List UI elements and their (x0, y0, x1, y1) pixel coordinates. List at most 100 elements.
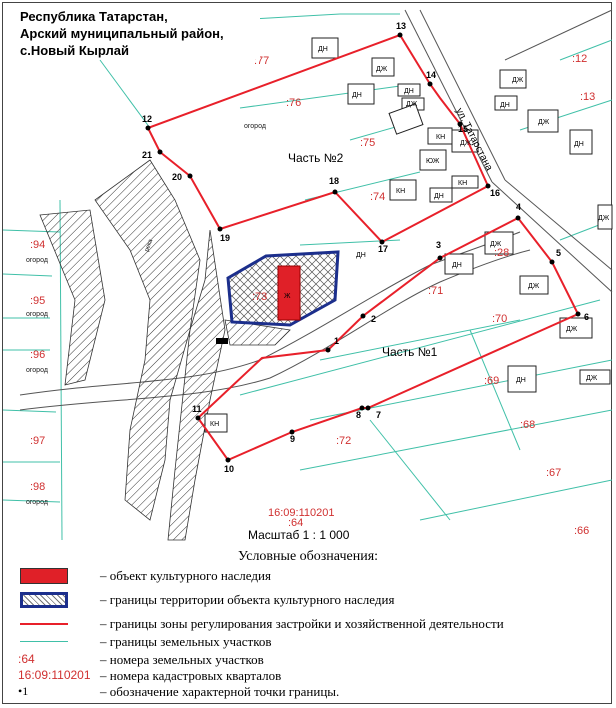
svg-text:ДЖ: ДЖ (538, 119, 550, 126)
legend-item: – границы территории объекта культурного… (0, 592, 610, 610)
point-number: 20 (172, 172, 182, 182)
legend-item: – границы зоны регулирования застройки и… (0, 616, 610, 634)
parcel-71: :71 (428, 285, 443, 297)
boundary-point (485, 183, 491, 189)
parcel-68: :68 (520, 419, 535, 431)
map-title: Республика Татарстан, Арский муниципальн… (20, 8, 260, 59)
boundary-point (225, 457, 231, 463)
parcel-76: :76 (286, 97, 301, 109)
boundary-point (359, 405, 365, 411)
point-number: 11 (192, 404, 202, 414)
boundary-point (575, 311, 581, 317)
svg-text:Ж: Ж (284, 293, 291, 300)
garden-label: огород (26, 499, 48, 506)
parcel-28: :28 (494, 247, 509, 259)
legend-item: 16:09:110201 – номера кадастровых кварта… (0, 668, 610, 686)
parcel-94: :94 (30, 239, 45, 251)
boundary-point (325, 347, 331, 353)
svg-text:ДН: ДН (516, 377, 526, 384)
point-number: 3 (436, 240, 441, 250)
garden-label: огород (26, 257, 48, 264)
boundary-point (457, 121, 463, 127)
legend-text: – обозначение характерной точки границы. (100, 684, 340, 699)
point-number: 17 (378, 244, 388, 254)
boundary-point (145, 125, 151, 131)
svg-text:КН: КН (458, 180, 467, 187)
parcel-97: :97 (30, 435, 45, 447)
legend-code: •1 (18, 684, 29, 698)
point-number: 15 (458, 124, 468, 134)
svg-text:ДН: ДН (318, 46, 328, 53)
heritage-object-swatch (20, 568, 68, 584)
boundary-point (365, 405, 371, 411)
legend-code: 16:09:110201 (18, 668, 91, 682)
point-number: 12 (142, 114, 152, 124)
buildings (204, 37, 613, 433)
svg-text:ЮЖ: ЮЖ (426, 158, 440, 165)
svg-text:ДН: ДН (452, 262, 462, 269)
parcel-66: :66 (574, 525, 589, 537)
point-number: 2 (371, 314, 376, 324)
svg-text:ДН: ДН (352, 92, 362, 99)
parcel-74: :74 (370, 191, 385, 203)
svg-text:ДН: ДН (404, 88, 414, 95)
svg-text:ДН: ДН (500, 102, 510, 109)
legend-text: – границы зоны регулирования застройки и… (100, 616, 504, 631)
parcel-75: :75 (360, 137, 375, 149)
legend-text: – номера земельных участков (100, 652, 264, 667)
boundary-point (157, 149, 163, 155)
title-line: Арский муниципальный район, (20, 26, 224, 41)
arrow-marker (216, 338, 228, 344)
point-number: 8 (356, 410, 361, 420)
point-number: 1 (334, 336, 339, 346)
svg-text:ДЖ: ДЖ (406, 101, 418, 108)
scale-label: Масштаб 1 : 1 000 (248, 528, 350, 542)
svg-text:ДЖ: ДЖ (528, 283, 540, 290)
title-line: с.Новый Кырлай (20, 43, 130, 58)
svg-text:ДН: ДН (574, 141, 584, 148)
point-number: 7 (376, 410, 381, 420)
boundary-point (437, 255, 443, 261)
boundary-point (397, 32, 403, 38)
title-line: Республика Татарстан, (20, 9, 168, 24)
point-number: 18 (329, 176, 339, 186)
legend-title: Условные обозначения: (238, 549, 379, 564)
heritage-object (277, 265, 301, 321)
boundary-point (332, 189, 338, 195)
point-number: 21 (142, 150, 152, 160)
legend-text: – объект культурного наследия (100, 568, 271, 583)
legend-item: :64 – номера земельных участков (0, 652, 610, 670)
boundary-point (195, 415, 201, 421)
zone-line-swatch (20, 623, 68, 625)
point-number: 4 (516, 202, 521, 212)
garden-label: огород (26, 367, 48, 374)
map-canvas: :77 :76 :75 :74 :73 :71 :70 :69 :68 :67 … (2, 9, 613, 541)
boundary-point (289, 429, 295, 435)
garden-label: огород (244, 123, 266, 130)
ravine-slopes (39, 159, 291, 541)
building-codes: ДН ДЖ ДЖ ДН ДН ДЖ КН ДЖ ДН ЮЖ ДЖ КН КН Д… (210, 46, 610, 428)
garden-label: огород (26, 311, 48, 318)
legend-text: – границы территории объекта культурного… (100, 592, 395, 607)
svg-text:ДЖ: ДЖ (598, 215, 610, 222)
part-1-label: Часть №1 (382, 345, 438, 359)
boundary-point (360, 313, 366, 319)
point-number: 19 (220, 233, 230, 243)
parcel-numbers: :77 :76 :75 :74 :73 :71 :70 :69 :68 :67 … (30, 53, 595, 537)
parcel-98: :98 (30, 481, 45, 493)
boundary-point (549, 259, 555, 265)
point-number: 16 (490, 188, 500, 198)
boundary-point (187, 173, 193, 179)
point-number: 5 (556, 248, 561, 258)
garden-labels: огород огород огород огород огород (26, 123, 266, 506)
parcel-70: :70 (492, 313, 507, 325)
parcel-line-swatch (20, 641, 68, 642)
legend-item: – границы земельных участков (0, 634, 610, 652)
boundary-point (379, 239, 385, 245)
svg-text:ДН: ДН (356, 252, 366, 259)
boundary-point (217, 226, 223, 232)
svg-text:ДЖ: ДЖ (460, 140, 472, 147)
parcel-13: :13 (580, 91, 595, 103)
parcel-95: :95 (30, 295, 45, 307)
